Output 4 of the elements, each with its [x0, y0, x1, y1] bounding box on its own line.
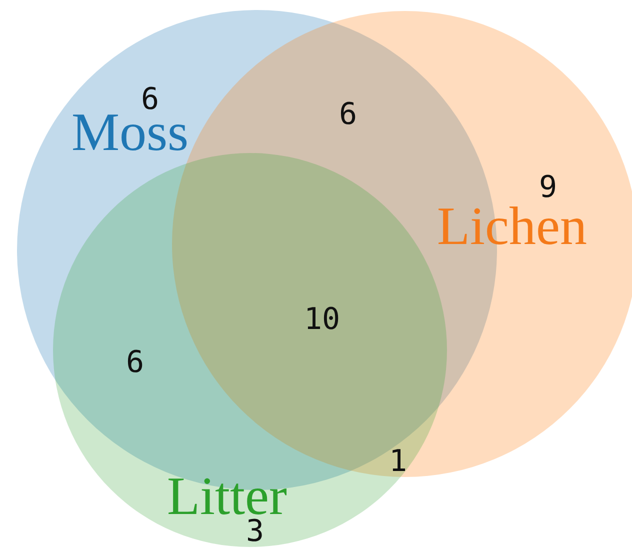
region-count: 6 [126, 348, 144, 378]
region-count: 6 [338, 100, 358, 130]
region-count: 1 [388, 447, 408, 477]
region-count: 10 [304, 305, 340, 335]
